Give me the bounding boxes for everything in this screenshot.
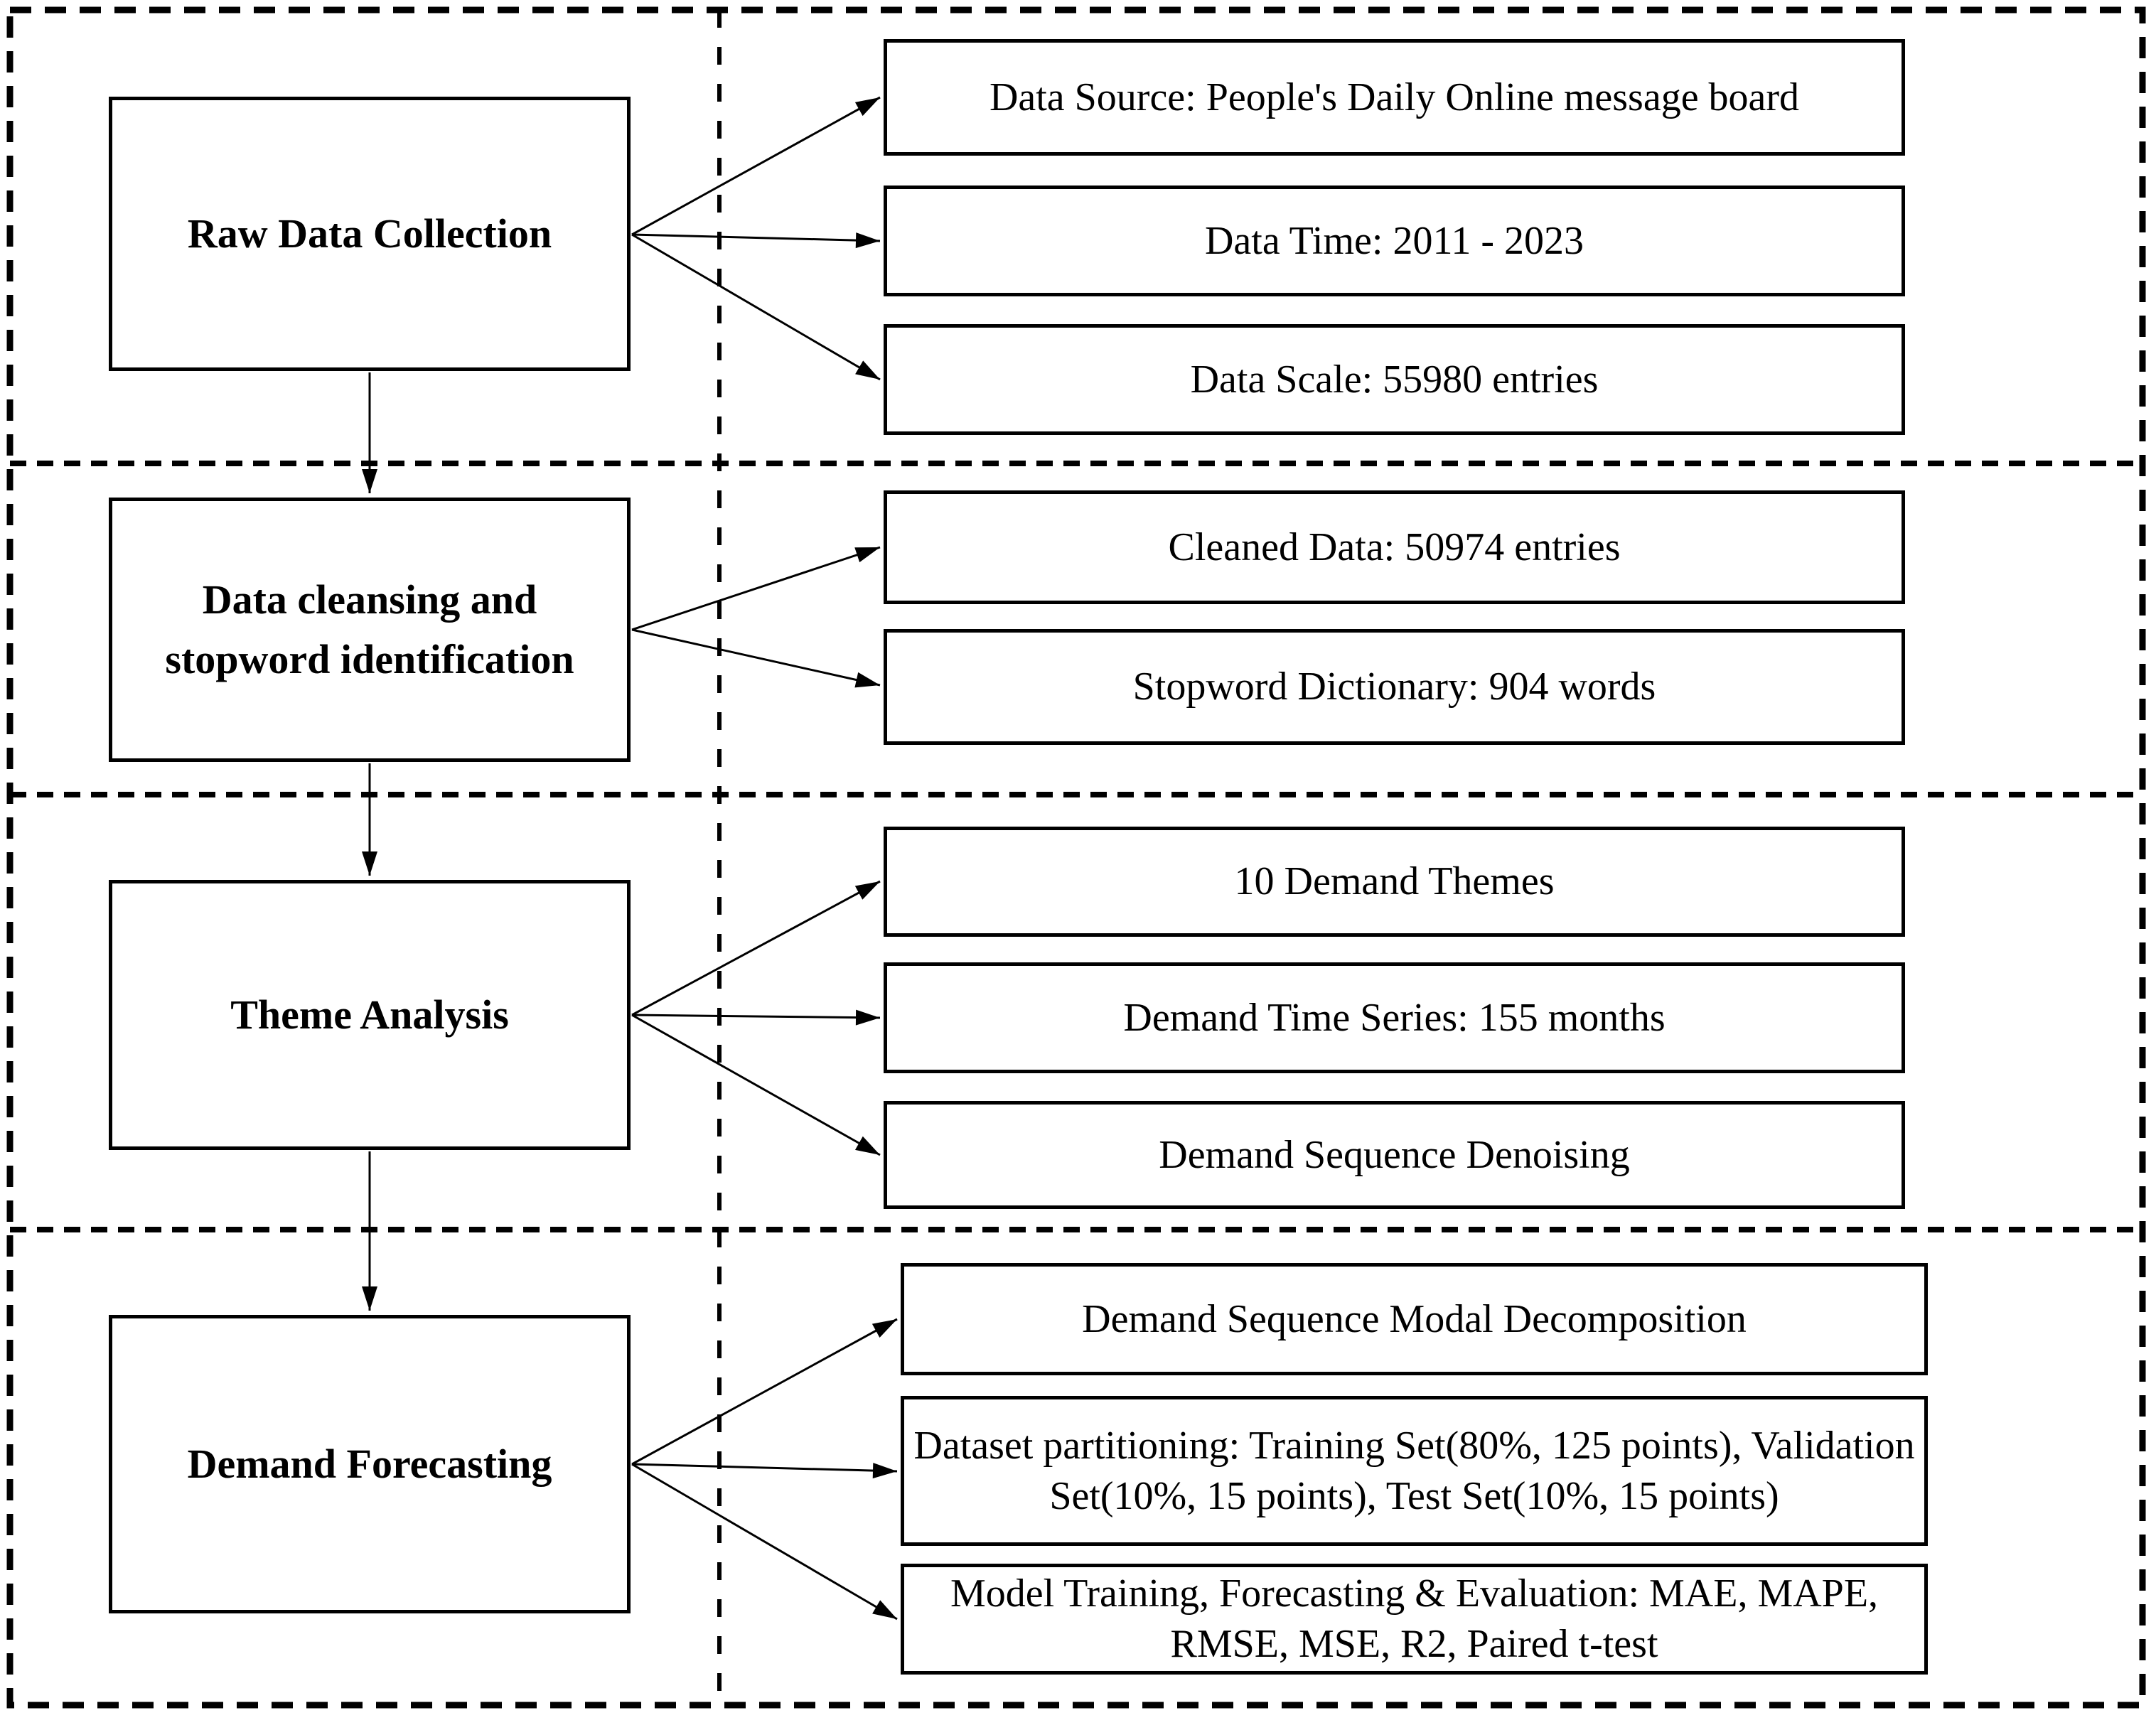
output-box-sequence-denoising: Demand Sequence Denoising [884,1101,1905,1209]
output-box-dataset-partitioning: Dataset partitioning: Training Set(80%, … [901,1396,1928,1546]
arrow-stage3-output3 [631,1014,881,1156]
stage-box-demand-forecasting: Demand Forecasting [109,1315,631,1613]
arrow-stage3-output2 [631,1009,881,1026]
output-box-model-training-evaluation: Model Training, Forecasting & Evaluation… [901,1564,1928,1675]
output-box-stopword-dictionary: Stopword Dictionary: 904 words [884,629,1905,745]
arrow-stage4-output3 [631,1463,898,1621]
stage-box-theme-analysis: Theme Analysis [109,880,631,1150]
arrow-stage2-output2 [631,628,881,688]
arrow-stage3-output1 [631,880,881,1016]
arrow-stage1-output3 [631,233,881,381]
output-box-data-scale: Data Scale: 55980 entries [884,324,1905,435]
arrow-stage4-output1 [631,1318,898,1466]
outer-dashed-border [6,6,2146,1709]
arrow-stage4-output2 [631,1463,898,1479]
output-box-demand-time-series: Demand Time Series: 155 months [884,962,1905,1073]
arrow-stage2-output1 [631,546,881,631]
arrow-stage1-output2 [631,232,881,249]
stage-box-data-cleansing: Data cleansing and stopword identificati… [109,498,631,762]
output-box-cleaned-data: Cleaned Data: 50974 entries [884,490,1905,604]
arrow-stage1-output1 [631,96,881,236]
output-box-data-source: Data Source: People's Daily Online messa… [884,39,1905,156]
output-box-modal-decomposition: Demand Sequence Modal Decomposition [901,1263,1928,1375]
output-box-data-time: Data Time: 2011 - 2023 [884,186,1905,296]
output-box-demand-themes: 10 Demand Themes [884,827,1905,937]
stage-box-raw-data-collection: Raw Data Collection [109,97,631,371]
